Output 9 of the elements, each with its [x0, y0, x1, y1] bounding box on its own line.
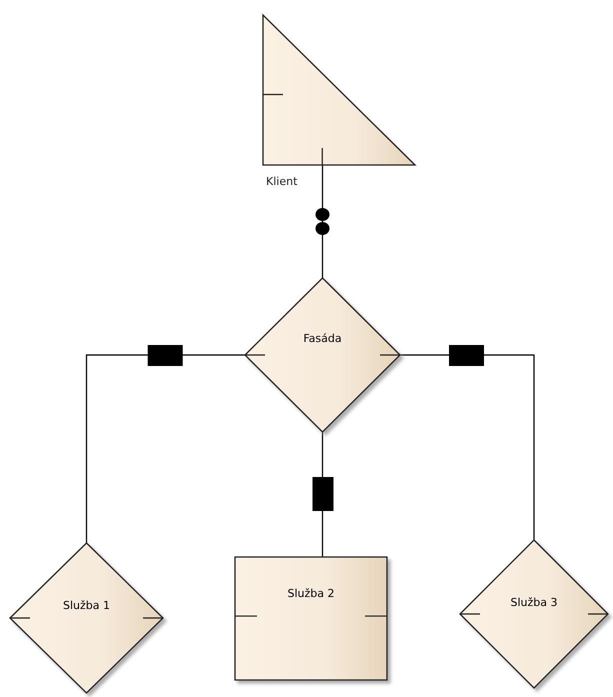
node-label: Služba 1: [62, 599, 111, 612]
node-label: Služba 2: [286, 587, 336, 600]
connector: [400, 345, 535, 540]
connector: [312, 432, 334, 557]
connector: [86, 345, 245, 543]
connector: [316, 165, 330, 278]
node-label: Služba 3: [509, 596, 558, 609]
node-label: Klient: [266, 175, 298, 188]
node-label: Fasáda: [302, 332, 343, 345]
